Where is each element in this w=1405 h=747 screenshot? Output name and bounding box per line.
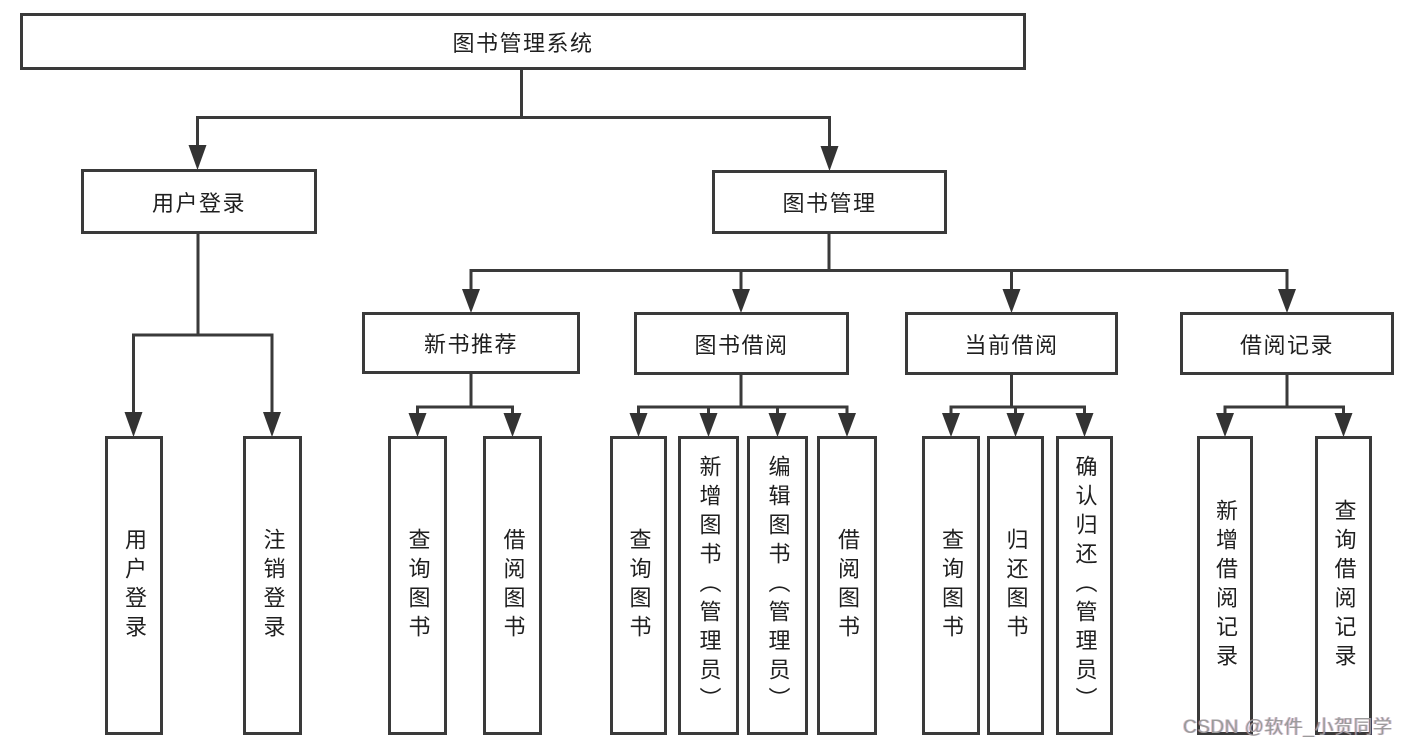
node-current-borrow: 当前借阅 [905, 312, 1118, 375]
node-label: 借阅记录 [1239, 332, 1334, 358]
node-query-books-current: 查询图书 [922, 436, 980, 735]
node-label: 新书推荐 [423, 332, 518, 357]
node-label: 新增图书（管理员） [696, 455, 722, 716]
node-book-management: 图书管理 [712, 170, 947, 234]
node-label: 图书借阅 [694, 332, 789, 358]
node-label: 借阅图书 [500, 527, 526, 644]
arrowhead-icon [408, 413, 427, 437]
node-label: 查询图书 [626, 527, 652, 644]
node-library-management-system: 图书管理系统 [20, 13, 1026, 70]
node-label: 查询图书 [405, 527, 431, 644]
node-borrow-books: 借阅图书 [817, 436, 877, 735]
node-book-borrow: 图书借阅 [634, 312, 849, 375]
node-label: 借阅图书 [835, 527, 860, 644]
node-logout-action: 注销登录 [243, 436, 302, 735]
node-user-login: 用户登录 [81, 169, 317, 234]
node-label: 编辑图书（管理员） [765, 455, 791, 716]
node-return-books: 归还图书 [987, 436, 1044, 735]
node-label: 新增借阅记录 [1213, 498, 1238, 673]
arrowhead-icon [1006, 413, 1025, 437]
node-query-borrow-record: 查询借阅记录 [1315, 436, 1372, 735]
node-query-books-borrow: 查询图书 [610, 436, 667, 735]
arrowhead-icon [1075, 413, 1094, 437]
node-label: 归还图书 [1003, 527, 1029, 644]
arrowhead-icon [820, 146, 839, 171]
node-label: 图书管理 [782, 191, 877, 216]
arrowhead-icon [1334, 413, 1353, 437]
arrowhead-icon [263, 412, 281, 437]
arrowhead-icon [1216, 413, 1234, 437]
arrowhead-icon [124, 412, 143, 437]
node-label: 图书管理系统 [452, 30, 594, 56]
node-borrow-books-recommend: 借阅图书 [483, 436, 542, 735]
node-label: 用户登录 [122, 527, 147, 644]
node-label: 查询借阅记录 [1331, 498, 1357, 673]
arrowhead-icon [462, 289, 480, 313]
node-label: 查询图书 [939, 527, 964, 644]
node-confirm-return-admin: 确认归还（管理员） [1056, 436, 1113, 735]
arrowhead-icon [503, 413, 522, 437]
node-user-login-action: 用户登录 [105, 436, 163, 735]
node-label: 当前借阅 [964, 332, 1059, 358]
arrowhead-icon [942, 413, 960, 437]
node-edit-books-admin: 编辑图书（管理员） [747, 436, 808, 735]
node-query-books-recommend: 查询图书 [388, 436, 447, 735]
arrowhead-icon [1278, 289, 1296, 313]
arrowhead-icon [1002, 289, 1021, 313]
watermark: CSDN @软件_小贺同学 [1183, 717, 1393, 738]
node-add-borrow-record: 新增借阅记录 [1197, 436, 1253, 735]
node-label: 用户登录 [151, 190, 246, 216]
arrowhead-icon [732, 289, 750, 313]
arrowhead-icon [768, 413, 787, 437]
node-borrow-records: 借阅记录 [1180, 312, 1394, 375]
node-label: 注销登录 [260, 527, 286, 644]
arrowhead-icon [699, 413, 718, 437]
arrowhead-icon [629, 413, 648, 437]
node-add-books-admin: 新增图书（管理员） [678, 436, 739, 735]
arrowhead-icon [188, 145, 207, 170]
node-label: 确认归还（管理员） [1072, 455, 1098, 716]
node-new-book-recommend: 新书推荐 [362, 312, 580, 374]
arrowhead-icon [838, 413, 856, 437]
